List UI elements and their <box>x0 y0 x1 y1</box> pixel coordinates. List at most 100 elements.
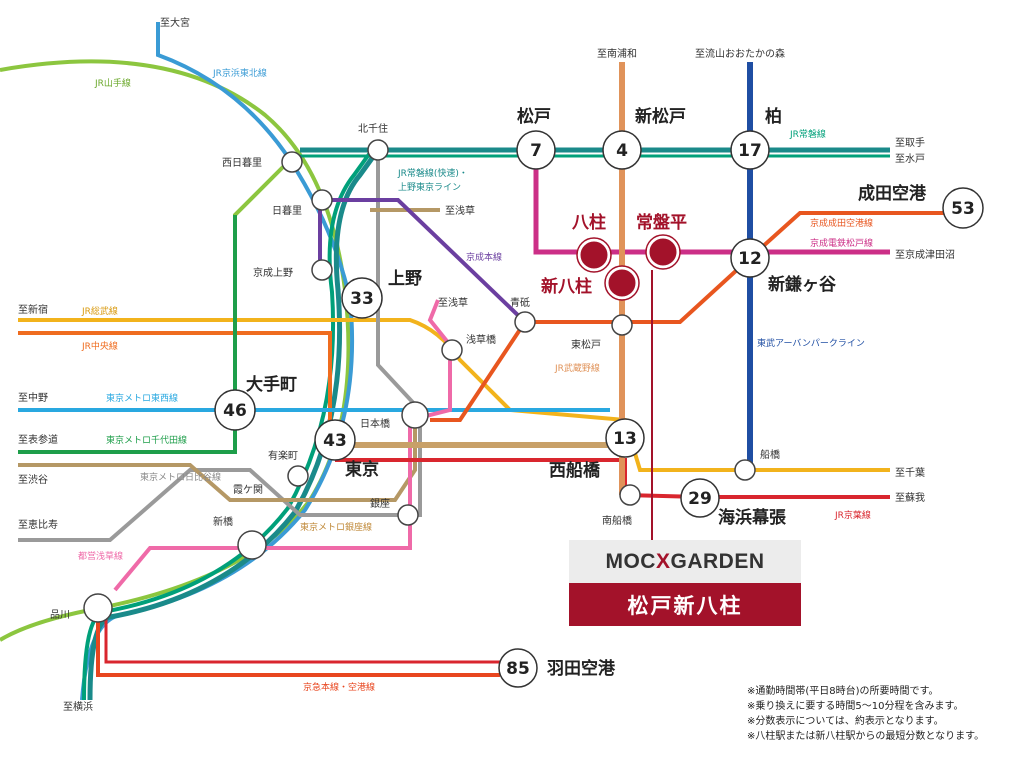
minutes-shinkamagaya: 12 <box>738 249 762 269</box>
station-tokyo-circle <box>314 419 356 461</box>
line-keikyu <box>96 610 500 677</box>
station-funabashi <box>734 459 756 481</box>
line-label-yamanote: JR山手線 <box>94 77 131 89</box>
label-shinkamagaya: 新鎌ヶ谷 <box>768 274 837 295</box>
station-kaihinmakuhari-circle <box>680 478 720 518</box>
station-asakusabashi <box>441 339 463 361</box>
brand-logo-left: MOC <box>605 549 656 573</box>
minutes-ueno: 33 <box>350 289 374 309</box>
line-label-hibiya: 東京メトロ日比谷線 <box>140 471 221 483</box>
dest-asakusa-2: 至浅草 <box>438 296 468 309</box>
minutes-narita: 53 <box>951 199 975 219</box>
label-nishifunabashi: 西船橋 <box>549 460 601 481</box>
label-nishinippori: 西日暮里 <box>222 156 262 169</box>
dest-omiya: 至大宮 <box>160 16 190 29</box>
line-label-chuo: JR中央線 <box>81 340 118 352</box>
dest-omotesando: 至表参道 <box>18 433 58 446</box>
station-aoto <box>514 311 536 333</box>
dest-soga: 至蘇我 <box>895 491 925 504</box>
station-yabashira-ring <box>576 237 612 273</box>
minutes-tokyo: 43 <box>323 431 347 451</box>
station-nishinippori <box>281 151 303 173</box>
minutes-kaihinmakuhari: 29 <box>688 489 712 509</box>
minutes-otemachi: 46 <box>223 401 247 421</box>
dest-shinjuku: 至新宿 <box>18 303 48 316</box>
line-asakusa <box>113 345 452 592</box>
label-shinmatsudo: 新松戸 <box>635 106 686 127</box>
line-label-ginza: 東京メトロ銀座線 <box>300 521 372 533</box>
label-kaihinmakuhari: 海浜幕張 <box>718 507 787 528</box>
line-label-keisei: 京成本線 <box>466 251 502 263</box>
note-2: ※乗り換えに要する時間5～10分程を含みます。 <box>747 699 963 712</box>
line-keisei-main <box>322 198 527 324</box>
line-asakusa-up <box>427 299 452 347</box>
label-yabashira: 八柱 <box>572 212 606 233</box>
label-tokiwadaira: 常盤平 <box>636 212 687 233</box>
station-nippori <box>311 189 333 211</box>
label-kitasenju: 北千住 <box>358 122 388 135</box>
dest-asakusa-1: 至浅草 <box>445 204 475 217</box>
line-label-keikyu: 京急本線・空港線 <box>303 681 375 693</box>
station-shinagawa <box>83 593 113 623</box>
dest-toride: 至取手 <box>895 136 925 149</box>
dest-minamiurawa: 至南浦和 <box>597 47 637 60</box>
line-label-joban-rapid: JR常磐線(快速)・ <box>397 167 468 179</box>
line-label-sobu: JR総武線 <box>81 305 118 317</box>
line-label-joban: JR常磐線 <box>789 128 826 140</box>
station-otemachi-circle <box>214 389 256 431</box>
line-label-chiyoda: 東京メトロ千代田線 <box>106 434 187 446</box>
minutes-nishifunabashi: 13 <box>613 429 637 449</box>
station-minamifunabashi <box>619 484 641 506</box>
minutes-kashiwa: 17 <box>738 141 762 161</box>
note-1: ※通勤時間帯(平日8時台)の所要時間です。 <box>747 684 939 697</box>
line-chiyoda <box>18 215 237 454</box>
label-keiseiueno: 京成上野 <box>253 266 293 279</box>
dest-yokohama: 至横浜 <box>63 700 93 713</box>
station-tokiwadaira-ring <box>645 234 681 270</box>
station-shinyabashira-ring <box>604 265 640 301</box>
label-matsudo: 松戸 <box>517 106 551 127</box>
line-keihin <box>80 22 355 701</box>
station-shinmatsudo-circle <box>602 130 642 170</box>
note-3: ※分数表示については、約表示となります。 <box>747 714 944 727</box>
label-minamifunabashi: 南船橋 <box>602 514 632 527</box>
label-ginza: 銀座 <box>370 497 390 510</box>
line-label-narita-sky: 京成成田空港線 <box>810 217 873 229</box>
station-yabashira-marker <box>577 238 611 272</box>
label-shinbashi: 新橋 <box>213 515 233 528</box>
line-label-keihin: JR京浜東北線 <box>212 67 267 79</box>
dest-chiba: 至千葉 <box>895 466 925 479</box>
station-kitasenju <box>367 139 389 161</box>
line-ginza <box>18 410 417 502</box>
station-ueno-circle <box>341 277 383 319</box>
label-asakusabashi: 浅草橋 <box>466 333 496 346</box>
line-label-musashino: JR武蔵野線 <box>554 362 600 374</box>
dest-narita-yukawa: 至京成津田沼 <box>895 248 955 261</box>
dest-nakano: 至中野 <box>18 391 48 404</box>
station-shinkamagaya-circle <box>730 238 770 278</box>
label-higashimatsudo: 東松戸 <box>571 338 601 351</box>
note-4: ※八柱駅または新八柱駅からの最短分数となります。 <box>747 729 984 742</box>
minutes-haneda: 85 <box>506 659 530 679</box>
line-label-tozai: 東京メトロ東西線 <box>106 392 178 404</box>
label-otemachi: 大手町 <box>246 374 297 395</box>
line-label-tobu: 東武アーバンパークライン <box>757 337 865 349</box>
line-label-keiyo: JR京葉線 <box>834 509 871 521</box>
minutes-matsudo: 7 <box>530 141 542 161</box>
line-keikyu-2 <box>104 610 500 664</box>
label-nihonbashi: 日本橋 <box>360 417 390 430</box>
station-nishifunabashi-circle <box>605 418 645 458</box>
label-tokyo: 東京 <box>345 459 379 480</box>
station-yurakucho <box>287 465 309 487</box>
line-label-shinkeisei: 京成電鉄松戸線 <box>810 237 873 249</box>
station-shinbashi <box>237 530 267 560</box>
station-kashiwa-circle <box>730 130 770 170</box>
label-haneda: 羽田空港 <box>547 658 616 679</box>
station-tokiwadaira-marker <box>646 235 680 269</box>
label-aoto: 青砥 <box>510 296 530 309</box>
label-narita: 成田空港 <box>858 183 927 204</box>
line-label-asakusa: 都営浅草線 <box>78 550 123 562</box>
label-funabashi: 船橋 <box>760 448 780 461</box>
dest-ebisu: 至恵比寿 <box>18 518 58 531</box>
